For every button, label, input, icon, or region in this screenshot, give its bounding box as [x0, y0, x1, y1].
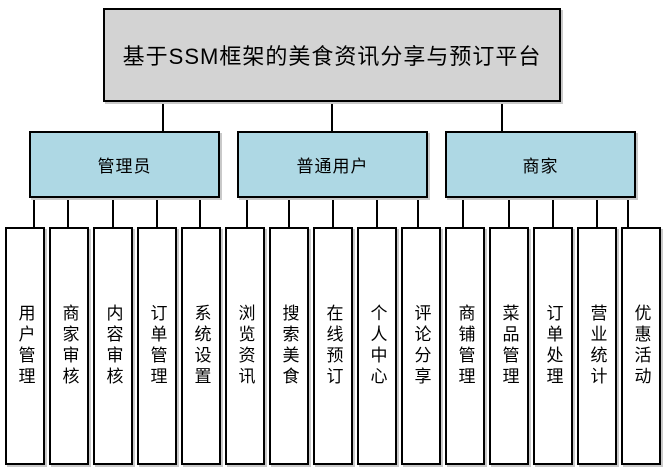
leaf-label: 搜索美食 — [279, 304, 299, 388]
branch-admin-label: 管理员 — [97, 157, 152, 176]
branch-regular-user-label: 普通用户 — [296, 157, 369, 176]
leaf-search-food: 搜索美食 — [269, 227, 309, 465]
branch-regular-user: 普通用户 — [237, 131, 428, 198]
leaf-order-processing: 订单处理 — [533, 227, 573, 465]
leaf-promotion-activities: 优惠活动 — [621, 227, 661, 465]
leaf-system-settings: 系统设置 — [181, 227, 221, 465]
leaf-label: 系统设置 — [191, 304, 211, 388]
branch-merchant: 商家 — [445, 131, 636, 198]
leaf-label: 个人中心 — [367, 304, 387, 388]
leaf-dish-management: 菜品管理 — [489, 227, 529, 465]
leaf-merchant-review: 商家审核 — [49, 227, 89, 465]
leaf-label: 商铺管理 — [455, 304, 475, 388]
leaf-label: 内容审核 — [103, 304, 123, 388]
leaf-label: 浏览资讯 — [235, 304, 255, 388]
leaf-shop-management: 商铺管理 — [445, 227, 485, 465]
leaf-content-review: 内容审核 — [93, 227, 133, 465]
leaf-label: 菜品管理 — [499, 304, 519, 388]
branch-admin: 管理员 — [29, 131, 220, 198]
leaf-business-statistics: 营业统计 — [577, 227, 617, 465]
leaf-browse-news: 浏览资讯 — [225, 227, 265, 465]
leaf-comment-sharing: 评论分享 — [401, 227, 441, 465]
leaf-label: 评论分享 — [411, 304, 431, 388]
leaf-label: 营业统计 — [587, 304, 607, 388]
leaf-online-booking: 在线预订 — [313, 227, 353, 465]
leaf-label: 订单管理 — [147, 304, 167, 388]
leaf-personal-center: 个人中心 — [357, 227, 397, 465]
leaf-label: 在线预订 — [323, 304, 343, 388]
leaf-user-management: 用户管理 — [5, 227, 45, 465]
root-label: 基于SSM框架的美食资讯分享与预订平台 — [122, 44, 542, 69]
root-node: 基于SSM框架的美食资讯分享与预订平台 — [103, 8, 561, 102]
leaf-label: 用户管理 — [15, 304, 35, 388]
leaf-order-management: 订单管理 — [137, 227, 177, 465]
leaf-label: 优惠活动 — [631, 304, 651, 388]
leaf-label: 订单处理 — [543, 304, 563, 388]
branch-merchant-label: 商家 — [522, 157, 559, 176]
leaf-label: 商家审核 — [59, 304, 79, 388]
